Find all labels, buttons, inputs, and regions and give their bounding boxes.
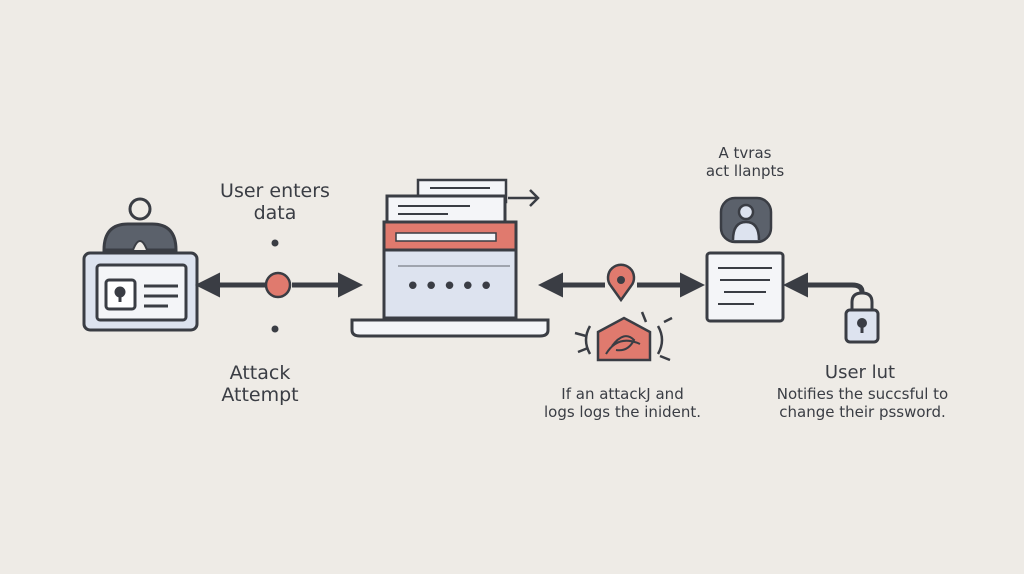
login-form-icon: [350, 178, 550, 338]
user-avatar-icon: [719, 196, 773, 244]
entry-node: [264, 239, 292, 333]
label-user-enters-data: User enters data: [220, 180, 330, 225]
password-mask: •••••: [405, 272, 497, 302]
attack-alert-icon: [574, 311, 673, 362]
label-user-lut: User lut: [824, 362, 896, 383]
label-attack-logs: If an attackJ and logs logs the inident.: [543, 385, 702, 421]
user-card-icon: [82, 197, 199, 332]
alert-document-icon: [705, 251, 785, 323]
label-attempts: A tvras act llanpts: [705, 144, 785, 180]
arrow-to-alert-document-from-lock: [783, 272, 865, 298]
attack-pin-icon: [606, 263, 636, 303]
label-notifies: Notifies the succsful to change their ps…: [776, 385, 949, 421]
label-attack-attempt: Attack Attempt: [221, 362, 299, 407]
padlock-icon: [844, 291, 880, 344]
